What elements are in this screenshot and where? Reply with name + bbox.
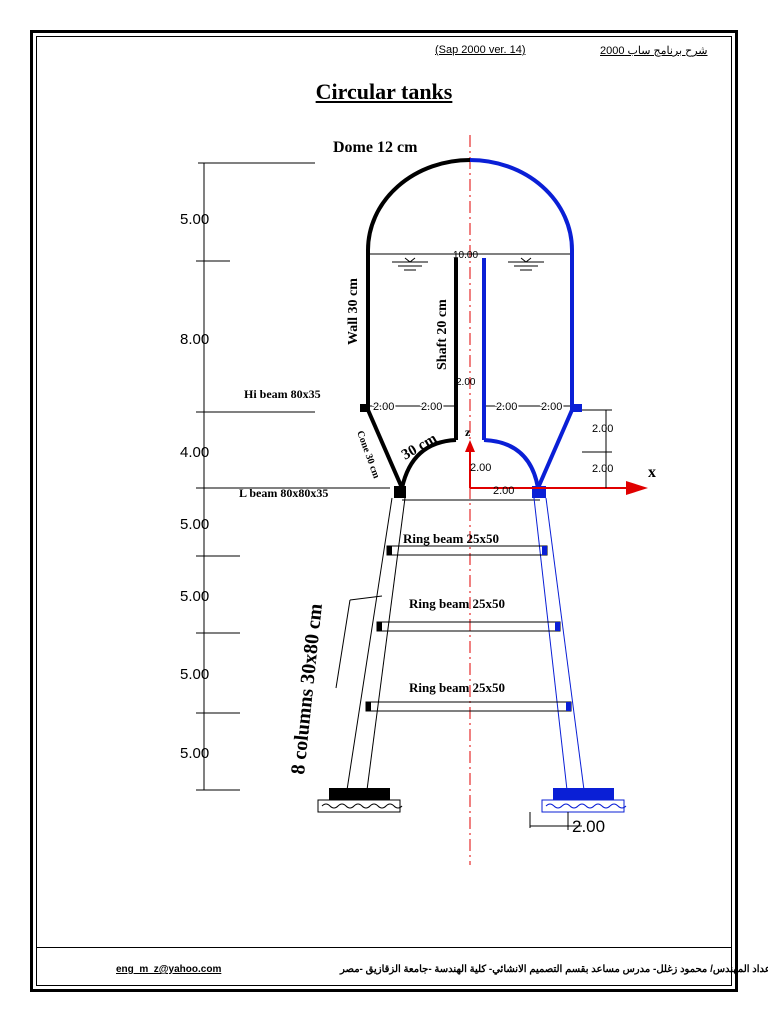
columns-left <box>346 497 406 791</box>
ringbeam-label-3: Ring beam 25x50 <box>409 680 505 695</box>
footing-left <box>329 788 390 800</box>
ringbeam-2 <box>376 621 561 632</box>
dim-right-a: 2.00 <box>496 401 517 413</box>
left-dim-ticks <box>196 162 390 791</box>
shaft-dim: 2.00 <box>456 377 476 388</box>
dim-cone: 4.00 <box>180 444 209 461</box>
footing-right <box>553 788 614 800</box>
dim-left-b: 2.00 <box>421 401 442 413</box>
lbeam-label: L beam 80x80x35 <box>239 486 328 500</box>
footer-email[interactable]: eng_m_z@yahoo.com <box>116 964 222 975</box>
dim-level-4: 5.00 <box>180 745 209 762</box>
cone-thickness-label: 30 cm <box>399 430 440 463</box>
water-symbol-left <box>392 257 428 271</box>
header-version: (Sap 2000 ver. 14) <box>435 44 526 56</box>
dim-level-2: 5.00 <box>180 588 209 605</box>
ringbeam-3 <box>365 701 572 712</box>
page-border-inner <box>36 36 732 986</box>
wall-label: Wall 30 cm <box>346 278 361 345</box>
hibeam-left <box>360 404 370 412</box>
footer-credit: إعداد المهندس/ محمود زغلل- مدرس مساعد بق… <box>340 964 768 975</box>
columns-right <box>533 497 585 791</box>
page-border-outer <box>30 30 738 992</box>
dim-right-b: 2.00 <box>541 401 562 413</box>
page-title: Circular tanks <box>315 79 453 104</box>
dome-right <box>469 158 574 251</box>
header-arabic: شرح برنامج ساب 2000 <box>600 45 708 57</box>
dim-bottom-left: 2.00 <box>470 462 491 474</box>
footer-rule <box>36 947 732 948</box>
ringbeam-1 <box>386 545 548 556</box>
dim-wall: 8.00 <box>180 331 209 348</box>
dim-level-3: 5.00 <box>180 666 209 683</box>
footing-right-base <box>541 799 625 813</box>
ringbeam-label-1: Ring beam 25x50 <box>403 531 499 546</box>
water-symbol-right <box>508 257 544 271</box>
bottom-dome-left <box>400 438 457 489</box>
dim-bottom-right: 2.00 <box>493 485 514 497</box>
bottom-dome-right <box>483 438 540 489</box>
dim-dome: 5.00 <box>180 211 209 228</box>
columns-leader <box>335 599 351 689</box>
columns-label: 8 columns 30x80 cm <box>287 602 327 775</box>
z-arrow <box>465 440 475 452</box>
hibeam-right <box>572 404 582 412</box>
dome-left <box>366 158 471 251</box>
x-arrow <box>626 481 648 495</box>
cone-right <box>536 409 574 489</box>
x-label: x <box>648 464 656 481</box>
footing-left-base <box>317 799 401 813</box>
dim-left-a: 2.00 <box>373 401 394 413</box>
cone-left <box>366 409 404 489</box>
dim-footing: 2.00 <box>572 817 605 836</box>
water-level-value: 10.00 <box>453 250 478 261</box>
dim-level-1: 5.00 <box>180 516 209 533</box>
ringbeam-label-2: Ring beam 25x50 <box>409 596 505 611</box>
lbeam-left <box>394 486 406 498</box>
dim-right-lower: 2.00 <box>592 463 613 475</box>
z-label: z <box>465 425 471 439</box>
hibeam-label: Hi beam 80x35 <box>244 387 321 401</box>
dome-label: Dome 12 cm <box>333 139 418 156</box>
shaft-label: Shaft 20 cm <box>435 299 450 370</box>
dim-right-upper: 2.00 <box>592 423 613 435</box>
